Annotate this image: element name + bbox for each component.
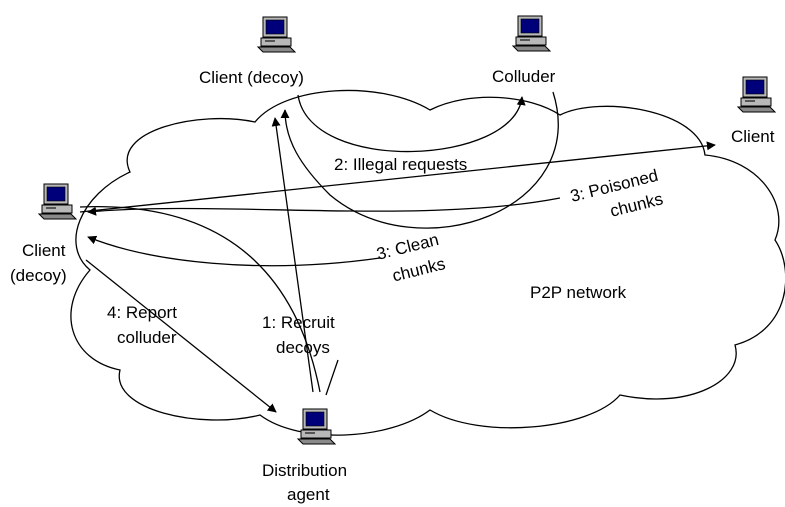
report-colluder-label-line1: 4: Report [107,303,177,322]
client-decoy-top-label: Client (decoy) [199,68,304,87]
distribution-agent-label-line2: agent [287,485,330,504]
report-colluder-arrow [85,259,277,413]
illegal-request-to-client-arrow [79,141,716,213]
report-colluder-label-line2: colluder [117,328,177,347]
recruit-decoys-tick [325,359,339,396]
client-decoy-left-label-line1: Client [22,241,66,260]
client-decoy-left-computer-icon [38,183,77,220]
colluder-computer-icon [512,15,551,52]
clean-chunks-arrow [87,235,381,267]
client-right-computer-icon [737,76,776,113]
recruit-decoys-arrow-top [271,117,314,393]
client-right-label: Client [731,127,775,146]
poisoned-chunks-arrow [87,197,561,216]
recruit-decoys-arrow-left [79,206,321,393]
illegal-requests-label: 2: Illegal requests [334,155,467,174]
illegal-requests-arrow [297,94,526,153]
client-decoy-top-computer-icon [257,16,296,53]
p2p-network-cloud [70,89,785,436]
distribution-agent-computer-icon [297,408,336,445]
recruit-decoys-label-line2: decoys [276,338,330,357]
colluder-label: Colluder [492,67,556,86]
p2p-network-label: P2P network [530,283,627,302]
distribution-agent-label-line1: Distribution [262,461,347,480]
recruit-decoys-label-line1: 1: Recruit [262,313,335,332]
poisoned-chunks-arrow-to-client-decoy-top [280,91,559,229]
client-decoy-left-label-line2: (decoy) [10,266,67,285]
